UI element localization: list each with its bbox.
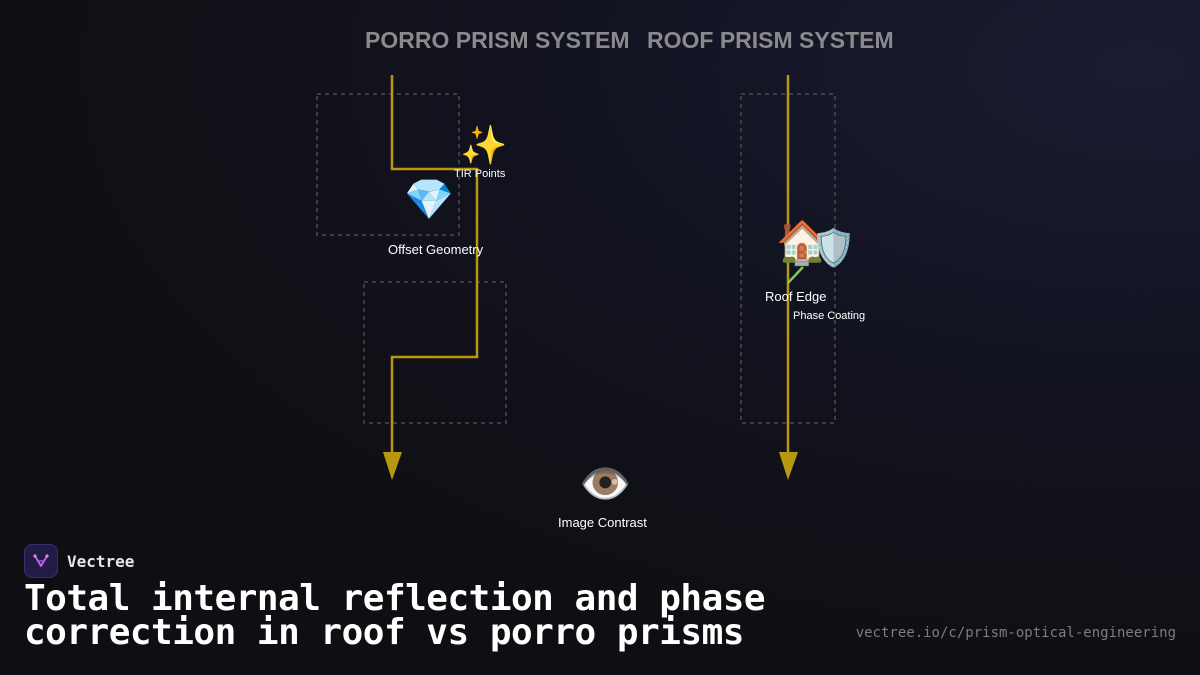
vectree-logo-icon [24,544,58,578]
gem-icon: 💎 [404,177,454,223]
brand: Vectree [24,544,134,578]
roof-heading: ROOF PRISM SYSTEM [647,27,894,53]
porro-heading: PORRO PRISM SYSTEM [365,27,630,53]
house-icon: 🏠 [776,218,829,267]
sparkles-icon: ✨ [460,123,508,167]
tir-points-label: TIR Points [454,168,506,180]
shield-icon: 🛡️ [811,228,856,269]
phase-coating-label: Phase Coating [793,310,866,322]
roof-output-arrow [779,452,798,480]
roof-edge-label: Roof Edge [765,289,827,304]
porro-light-path [390,75,479,455]
eye-icon: 👁️ [579,459,632,508]
source-url[interactable]: vectree.io/c/prism-optical-engineering [855,625,1176,641]
page-title: Total internal reflection and phase corr… [24,578,766,653]
brand-name: Vectree [67,551,135,571]
image-contrast-label: Image Contrast [558,515,647,530]
phase-marker [787,266,804,284]
roof-prism-outline [740,93,836,424]
porro-output-arrow [383,452,402,480]
offset-geometry-label: Offset Geometry [388,242,484,257]
porro-prism-lower [363,281,507,424]
porro-prism-upper [316,93,460,236]
